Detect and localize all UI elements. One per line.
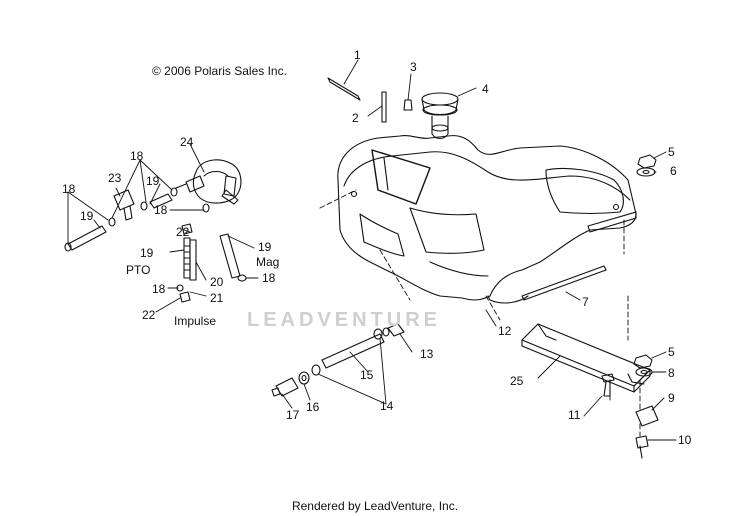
valve-17 [271,377,299,397]
callout-21: 21 [210,291,224,305]
callout-4: 4 [482,82,489,96]
callout-5-upper: 5 [668,145,675,159]
label-impulse: Impulse [174,314,217,328]
bolt-11 [601,373,615,397]
callout-13: 13 [420,347,434,361]
footer-text: Rendered by LeadVenture, Inc. [291,499,459,513]
callout-5-lower: 5 [668,345,675,359]
fuel-hose-15 [321,333,385,369]
leader-lines [67,59,677,441]
callout-23: 23 [108,171,122,185]
callout-19-mag: 19 [258,240,272,254]
fitting-13 [382,323,405,337]
callout-16: 16 [306,400,320,414]
callout-18-top: 18 [130,149,144,163]
fitting-22-lower [179,291,191,303]
callout-19-left: 19 [80,209,94,223]
hose-19-top [149,193,173,209]
bolt-10 [635,435,649,459]
hose-19-left [64,225,107,252]
callout-22-upper: 22 [176,225,190,239]
washer-6 [636,167,656,177]
hose-20 [223,175,237,197]
callout-8: 8 [668,366,675,380]
callout-19-pto: 19 [140,246,154,260]
fuel-tank [337,135,637,304]
callout-19-top: 19 [146,174,160,188]
hose-19-pto [183,237,191,279]
callout-18-mag: 18 [262,271,276,285]
tank-strap [521,265,607,301]
nut-5-lower [633,354,653,369]
clamp-14b [373,328,383,340]
callout-17: 17 [286,408,300,422]
callout-15: 15 [360,368,374,382]
watermark-logo: LEADVENTURE [247,309,442,331]
callout-25: 25 [510,374,524,388]
washer-16 [298,371,310,385]
callout-9: 9 [668,391,675,405]
callout-6: 6 [670,164,677,178]
hose-19-mag [219,233,241,279]
callout-3: 3 [410,60,417,74]
vent-strap [327,77,361,101]
callout-18-left: 18 [62,182,76,196]
plate-9 [635,405,659,427]
clamp-14a [311,364,321,376]
callout-7: 7 [582,295,589,309]
callout-20: 20 [210,275,224,289]
vent-hose [381,91,387,123]
callout-2: 2 [352,111,359,125]
tank-bracket [521,323,651,393]
fuel-cap [421,92,459,140]
callout-24: 24 [180,135,194,149]
callout-22-lower: 22 [142,308,156,322]
callout-1: 1 [354,48,361,62]
callout-18-mid: 18 [154,203,168,217]
vent-fitting [403,99,413,111]
label-pto: PTO [126,263,151,277]
fitting-22-upper [181,223,193,235]
callout-10: 10 [678,433,692,447]
label-mag: Mag [256,255,280,269]
copyright-text: © 2006 Polaris Sales Inc. [152,64,287,78]
hose-21 [189,239,197,281]
callout-12: 12 [498,324,512,338]
nut-5-upper [637,154,657,169]
callout-14: 14 [380,399,394,413]
fuel-filter-23 [113,189,135,221]
fuel-pump-24 [175,159,242,205]
callout-18-pto: 18 [152,282,166,296]
callout-11: 11 [568,408,581,422]
